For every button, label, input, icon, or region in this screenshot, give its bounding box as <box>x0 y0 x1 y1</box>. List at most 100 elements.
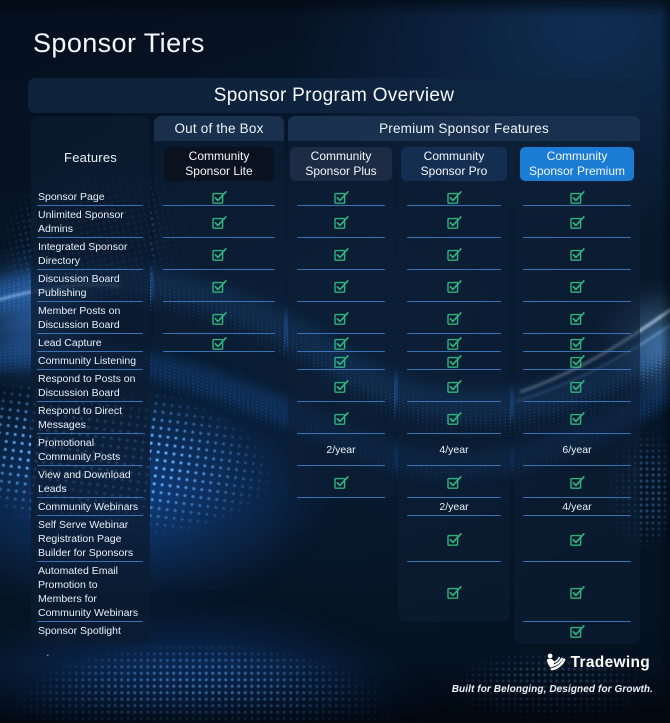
check-icon <box>569 379 585 393</box>
check-icon <box>446 215 462 229</box>
feature-label: Discussion Board Publishing <box>31 270 150 302</box>
group-header-premium-features: Premium Sponsor Features <box>288 116 640 141</box>
check-cell <box>288 334 394 352</box>
check-cell <box>398 302 510 334</box>
frequency-value: 2/year <box>288 434 394 466</box>
check-cell <box>398 370 510 402</box>
feature-label: Community Webinars <box>31 498 150 516</box>
check-cell <box>154 188 284 206</box>
check-cell <box>288 402 394 434</box>
check-cell <box>514 238 640 270</box>
check-cell <box>154 270 284 302</box>
feature-label: View and Download Leads <box>31 466 150 498</box>
check-cell <box>398 516 510 562</box>
check-cell <box>514 622 640 640</box>
check-icon <box>333 279 349 293</box>
check-icon <box>446 532 462 546</box>
check-icon <box>333 190 349 204</box>
check-cell <box>514 206 640 238</box>
check-cell <box>154 206 284 238</box>
check-icon <box>569 585 585 599</box>
tier-comparison-table: Features Out of the Box Premium Sponsor … <box>31 116 640 644</box>
check-cell <box>398 466 510 498</box>
check-cell <box>288 466 394 498</box>
check-icon <box>446 379 462 393</box>
check-icon <box>446 311 462 325</box>
feature-label: Respond to Direct Messages <box>31 402 150 434</box>
check-cell <box>514 302 640 334</box>
tier-header-lite: Community Sponsor Lite <box>164 147 274 181</box>
check-cell <box>398 334 510 352</box>
frequency-value: 4/year <box>514 498 640 516</box>
feature-label: Integrated Sponsor Directory <box>31 238 150 270</box>
check-icon <box>446 247 462 261</box>
check-icon <box>569 411 585 425</box>
check-cell <box>514 370 640 402</box>
feature-label: Community Listening <box>31 352 150 370</box>
feature-label: Member Posts on Discussion Board <box>31 302 150 334</box>
check-icon <box>569 247 585 261</box>
feature-label: Respond to Posts on Discussion Board <box>31 370 150 402</box>
feature-label: Unlimited Sponsor Admins <box>31 206 150 238</box>
check-cell <box>398 238 510 270</box>
check-cell <box>288 206 394 238</box>
feature-label: Lead Capture <box>31 334 150 352</box>
check-cell <box>398 188 510 206</box>
brand-tagline: Built for Belonging, Designed for Growth… <box>451 684 653 695</box>
check-cell <box>154 334 284 352</box>
check-icon <box>569 279 585 293</box>
check-cell <box>288 370 394 402</box>
check-cell <box>514 466 640 498</box>
check-cell <box>288 238 394 270</box>
feature-label: Self Serve Webinar Registration Page Bui… <box>31 516 150 562</box>
check-icon <box>569 624 585 638</box>
check-cell <box>514 516 640 562</box>
check-icon <box>333 475 349 489</box>
stray-dot: . <box>46 644 50 659</box>
top-shade <box>0 0 670 16</box>
check-cell <box>154 302 284 334</box>
tier-header-plus: Community Sponsor Plus <box>290 147 392 181</box>
feature-label: Promotional Community Posts <box>31 434 150 466</box>
check-icon <box>333 247 349 261</box>
check-icon <box>569 336 585 350</box>
check-cell <box>398 206 510 238</box>
check-cell <box>288 302 394 334</box>
feature-label: Automated Email Promotion to Members for… <box>31 562 150 622</box>
check-icon <box>333 379 349 393</box>
check-icon <box>569 215 585 229</box>
feature-label: Sponsor Spotlight <box>38 625 121 637</box>
check-icon <box>446 475 462 489</box>
tier-header-pro: Community Sponsor Pro <box>401 147 507 181</box>
check-icon <box>569 190 585 204</box>
check-cell <box>398 562 510 622</box>
check-icon <box>211 247 227 261</box>
check-icon <box>569 354 585 368</box>
check-cell <box>288 270 394 302</box>
check-icon <box>446 279 462 293</box>
check-cell <box>398 352 510 370</box>
check-cell <box>514 188 640 206</box>
tradewing-logo-icon <box>546 653 566 671</box>
brand-row: Tradewing <box>543 651 650 674</box>
table-title-bar: Sponsor Program Overview <box>28 78 640 113</box>
group-header-out-of-box: Out of the Box <box>154 116 284 141</box>
check-cell <box>514 402 640 434</box>
check-icon <box>569 532 585 546</box>
check-icon <box>333 354 349 368</box>
check-icon <box>211 190 227 204</box>
check-icon <box>569 311 585 325</box>
check-cell <box>514 352 640 370</box>
check-cell <box>398 270 510 302</box>
check-cell <box>154 238 284 270</box>
feature-label: Sponsor Page <box>31 188 150 206</box>
check-cell <box>288 188 394 206</box>
check-cell <box>398 402 510 434</box>
frequency-value: 6/year <box>514 434 640 466</box>
table-title: Sponsor Program Overview <box>213 84 455 106</box>
check-icon <box>446 411 462 425</box>
check-cell <box>514 334 640 352</box>
check-cell <box>288 352 394 370</box>
tier-header-premium: Community Sponsor Premium <box>520 147 634 181</box>
